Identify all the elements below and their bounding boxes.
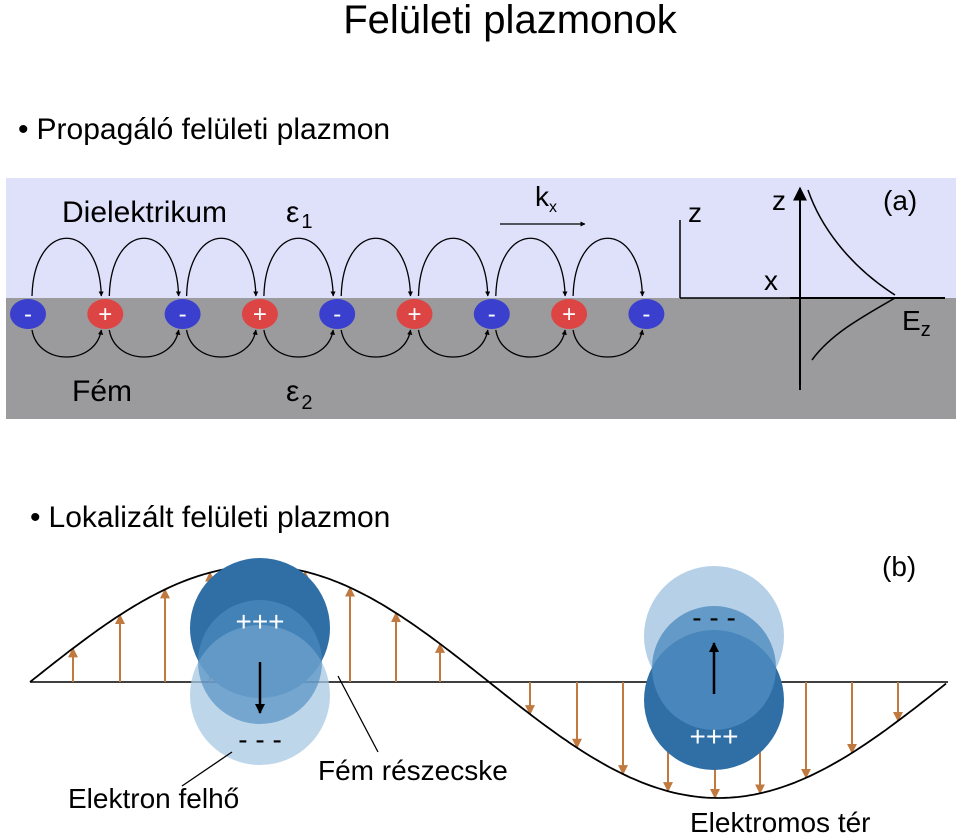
right-negative-charges: - - - — [692, 602, 736, 633]
bullet-text: Propagáló felületi plazmon — [36, 113, 391, 146]
upper-field-arc — [185, 237, 259, 297]
bullet-text: Lokalizált felületi plazmon — [48, 501, 391, 534]
charge-sign: - — [24, 301, 32, 328]
upper-field-arc — [340, 237, 413, 297]
upper-field-arc — [495, 237, 568, 297]
decay-curve-upper — [807, 189, 896, 296]
panel-b-label: (b) — [882, 551, 916, 582]
electron-cloud-leader — [181, 751, 233, 787]
charge-sign: - — [333, 301, 341, 328]
left-particle: +++ - - - — [190, 558, 330, 765]
negative-charge: - — [473, 299, 510, 329]
wave-vector-label: kx — [535, 181, 557, 216]
right-positive-charges: +++ — [689, 721, 738, 752]
upper-field-arc — [31, 237, 104, 297]
positive-charge: + — [87, 299, 124, 329]
electric-field-label: Elektromos tér — [690, 807, 871, 836]
bullet-dot: • — [30, 501, 41, 534]
field-ez-label: Ez — [902, 305, 931, 341]
charge-sign: + — [562, 301, 576, 328]
decay-curve-lower — [811, 297, 896, 361]
lower-field-arc — [572, 329, 645, 358]
bullet-localized-plasmon: •Lokalizált felületi plazmon — [30, 502, 390, 534]
positive-charge: + — [551, 299, 588, 329]
decay-z-label: z — [772, 185, 786, 216]
panel-b: (b) +++ - - - - - - +++ Elektron felhő F… — [29, 551, 948, 836]
field-decay-plot: z Ez (a) — [772, 185, 945, 390]
negative-charge: - — [319, 299, 356, 329]
lower-field-arc — [263, 329, 335, 358]
lower-field-arc — [340, 329, 413, 358]
charge-sign: - — [488, 301, 496, 328]
panel-a-label: (a) — [883, 185, 917, 216]
charge-sign: + — [98, 301, 112, 328]
x-axis-label: x — [764, 265, 778, 296]
charge-sign: + — [253, 301, 267, 328]
z-axis-label: z — [688, 197, 702, 228]
left-positive-charges: +++ — [235, 606, 284, 637]
bullet-dot: • — [18, 113, 29, 146]
metal-label: Fém — [72, 375, 132, 408]
page-title: Felületi plazmonok — [343, 0, 677, 42]
negative-charge: - — [628, 299, 665, 329]
lower-field-arc — [108, 329, 181, 358]
upper-field-arc — [263, 237, 336, 297]
lower-field-arc — [495, 329, 567, 358]
positive-charge: + — [396, 299, 433, 329]
upper-field-arc — [417, 237, 491, 297]
bullet-propagating-plasmon: •Propagáló felületi plazmon — [18, 114, 390, 146]
charge-sign: - — [179, 301, 187, 328]
right-particle: - - - +++ — [644, 566, 784, 770]
upper-field-arc — [572, 237, 645, 297]
metal-particle-leader — [337, 675, 379, 753]
charge-sign: - — [642, 301, 650, 328]
lower-field-arc — [31, 329, 104, 358]
negative-charge: - — [164, 299, 201, 329]
upper-field-arc — [108, 237, 182, 297]
negative-charge: - — [10, 299, 46, 329]
electric-field-wave — [29, 565, 947, 799]
metal-particle-label: Fém részecske — [318, 755, 508, 786]
coordinate-axes: z x — [679, 197, 800, 299]
lower-field-arc — [185, 329, 258, 358]
electron-cloud-label: Elektron felhő — [68, 783, 239, 814]
positive-charge: + — [241, 299, 278, 329]
field-line-arcs — [31, 237, 645, 358]
dielectric-label: Dielektrikum — [62, 196, 227, 229]
lower-field-arc — [417, 329, 490, 358]
charge-sign: + — [407, 301, 421, 328]
surface-charges: - + - + - + - + - — [10, 299, 665, 329]
left-negative-charges: - - - — [238, 724, 282, 755]
